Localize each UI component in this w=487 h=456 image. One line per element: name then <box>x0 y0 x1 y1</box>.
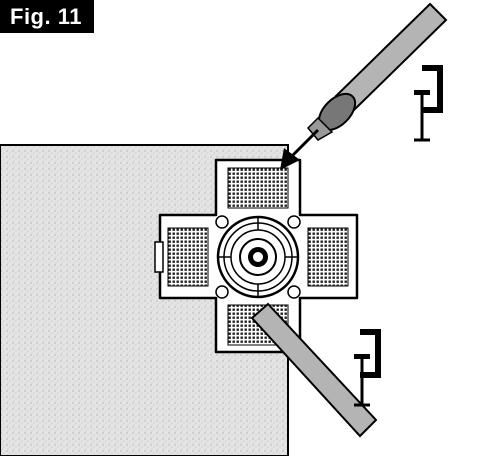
pipe-icon <box>306 2 448 141</box>
arrow-icon <box>280 128 320 170</box>
c-clamp-icon <box>414 65 443 142</box>
shower-valve-guide-icon <box>154 158 359 354</box>
c-clamp-icon <box>354 329 381 407</box>
figure-label: Fig. 11 <box>0 0 94 33</box>
pipe-icon <box>250 302 378 438</box>
